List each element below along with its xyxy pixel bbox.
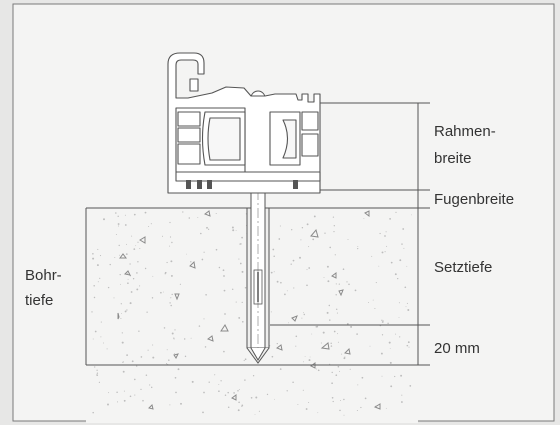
window-frame-profile — [167, 52, 321, 194]
joint-width-label: Fugenbreite — [434, 191, 514, 208]
dimension-lines — [85, 102, 430, 366]
frame-width-label-line2: breite — [434, 150, 472, 167]
frame-width-label-line1: Rahmen- — [434, 123, 496, 140]
frame-gaskets — [186, 180, 298, 189]
setting-depth-label: Setztiefe — [434, 259, 492, 276]
drill-depth-label-line1: Bohr- — [25, 267, 62, 284]
extra-depth-label: 20 mm — [434, 340, 480, 357]
drill-depth-label-line2: tiefe — [25, 292, 53, 309]
